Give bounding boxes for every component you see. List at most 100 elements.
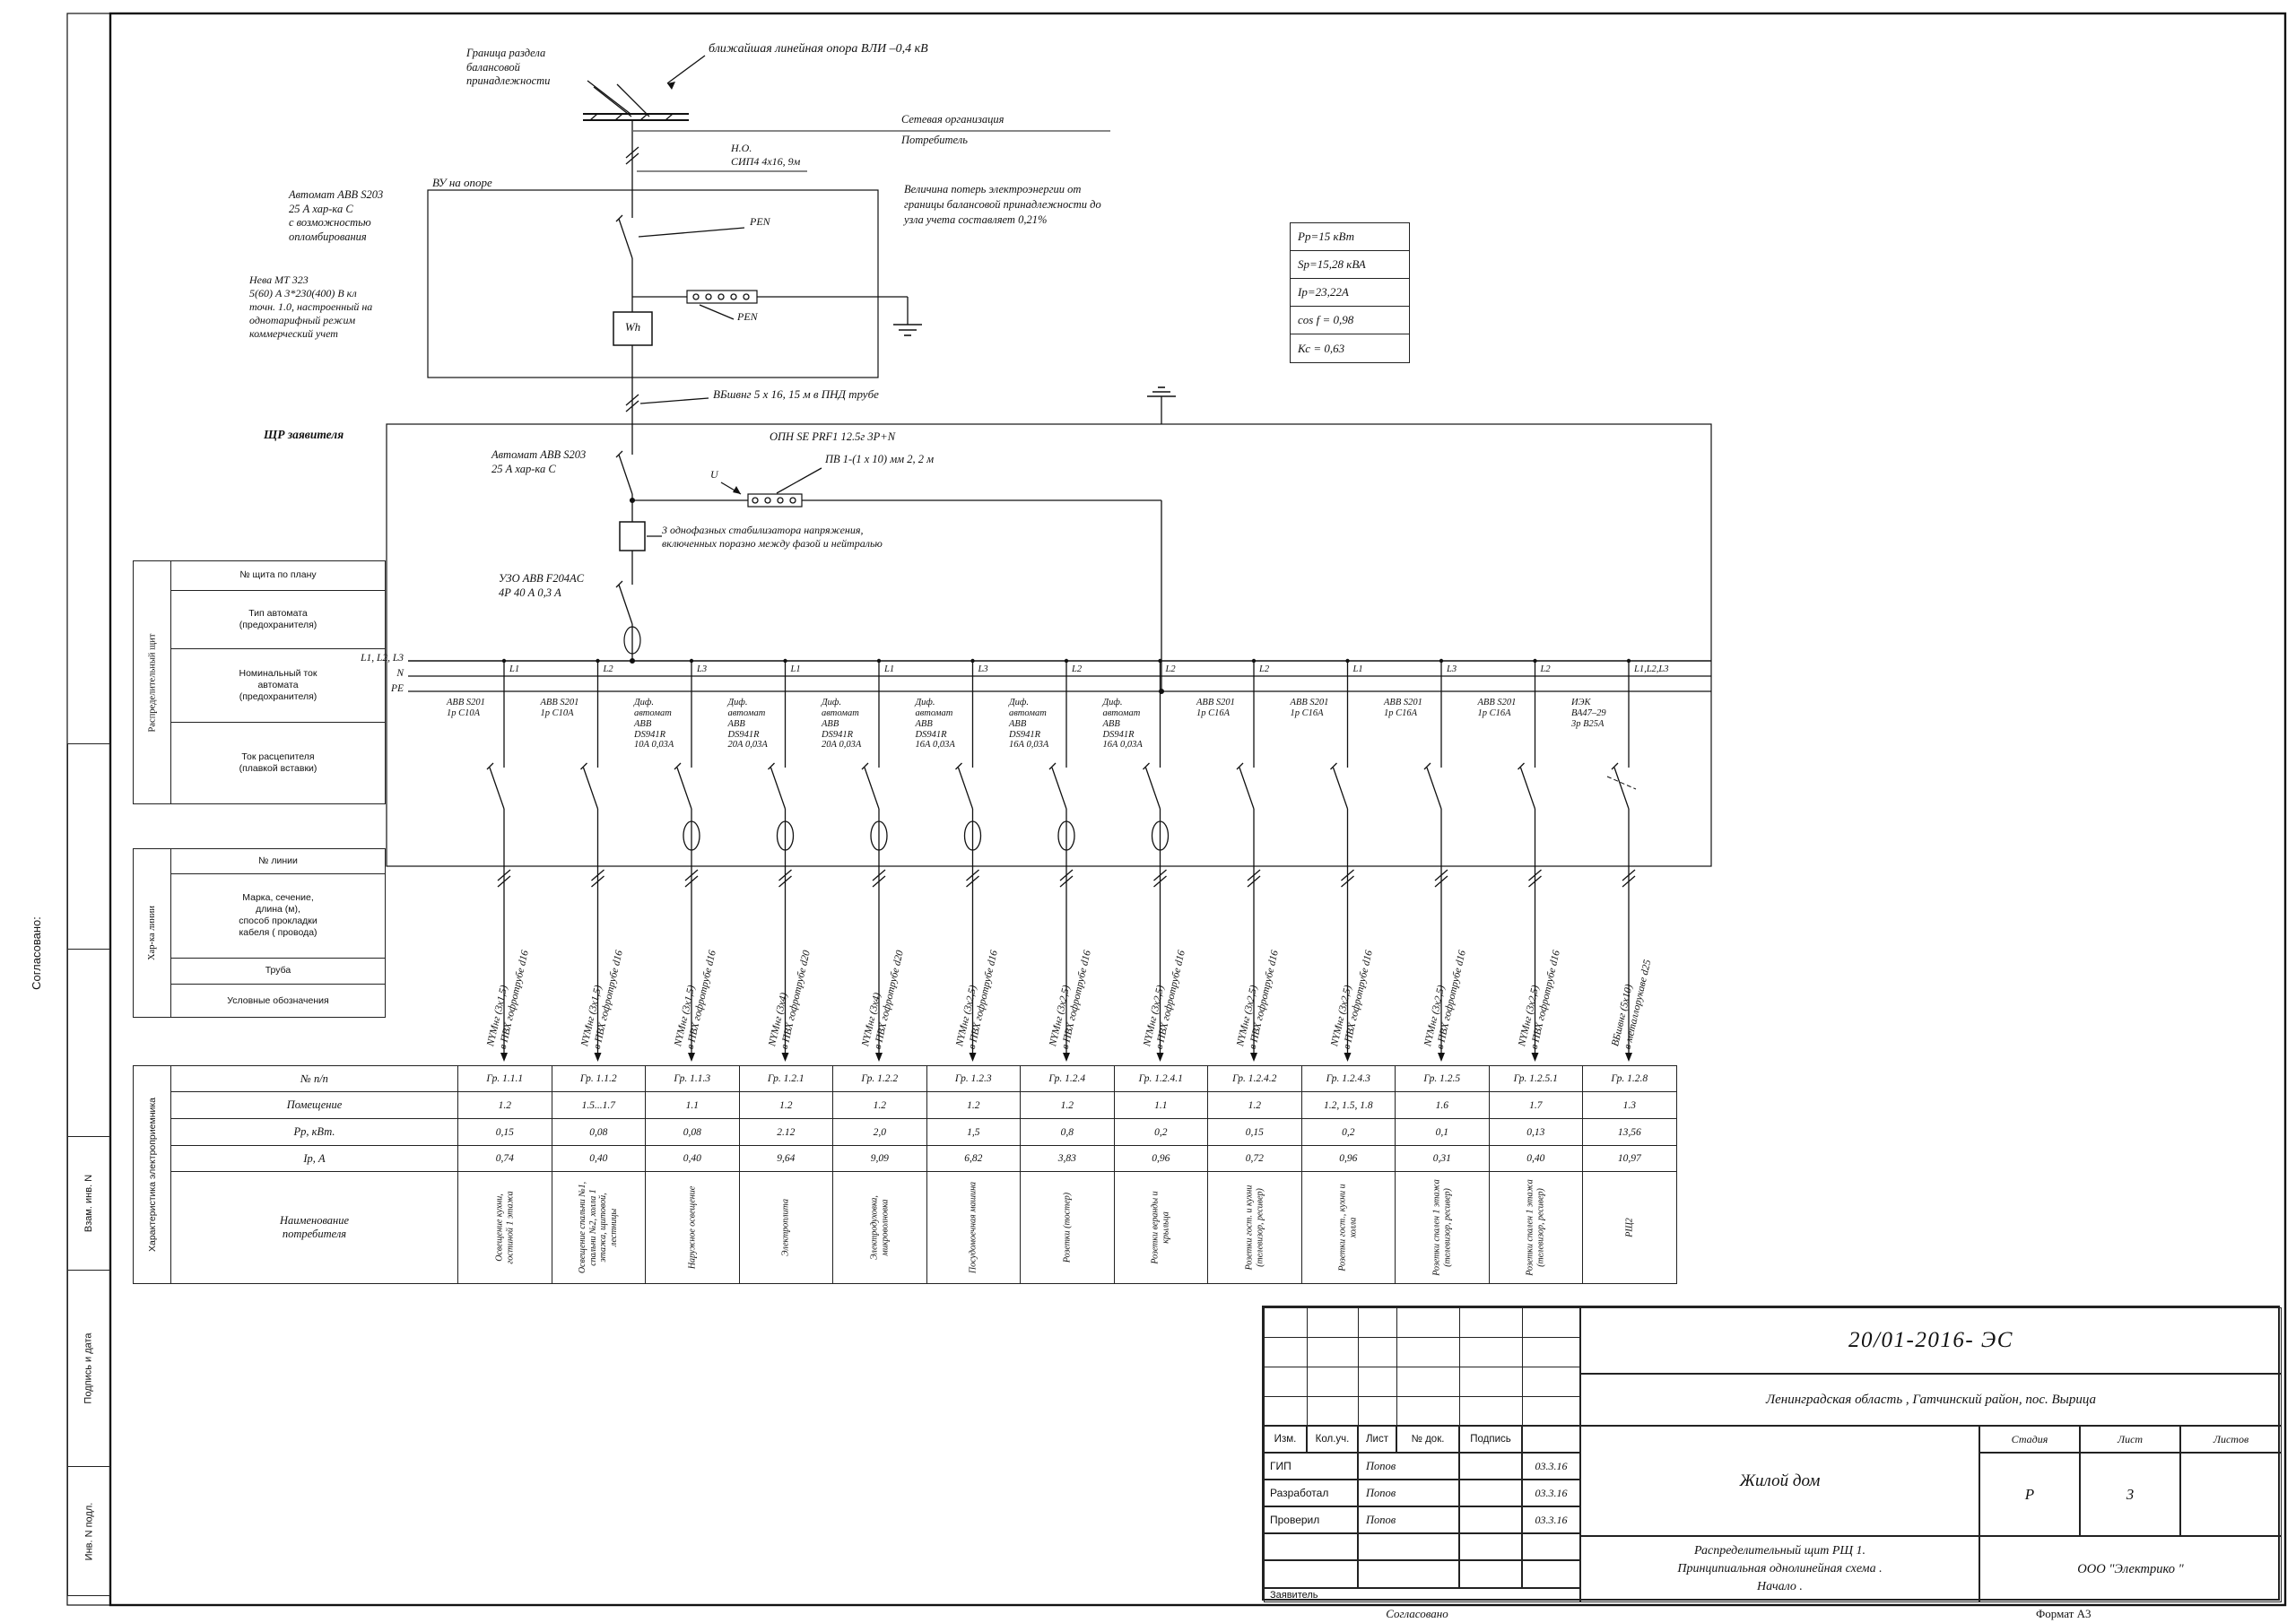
circuit-device-label: Диф. автомат ABB DS941R 16А 0,03А [915, 698, 955, 751]
char-row: Труба [171, 959, 385, 985]
table-cell: 0,96 [1300, 1145, 1396, 1172]
sig-date: 03.3.16 [1522, 1480, 1580, 1506]
consumer-group-strip: Характеристика электроприемника [133, 1065, 171, 1284]
project-name: Жилой дом [1580, 1426, 1979, 1536]
sheets-total [2180, 1453, 2282, 1536]
row-header: Рр, кВт. [170, 1118, 458, 1146]
char-row: № линии [171, 849, 385, 874]
char-row: Ток расцепителя (плавкой вставки) [239, 751, 317, 774]
power-params-table: Рр=15 кВт Sр=15,28 кВА Iр=23,22А cos f =… [1290, 222, 1410, 363]
sig-header: Изм. [1264, 1426, 1307, 1453]
row-header: Iр, А [170, 1145, 458, 1172]
incoming-breaker-note: Автомат ABB S203 25 А хар-ка С с возможн… [289, 188, 384, 243]
losses-note: Величина потерь электроэнергии от границ… [904, 183, 1101, 226]
circuit-cable-label: NYMнг (3х4) в ПВХ гофротрубе d20 [766, 950, 813, 1051]
param-row: Sр=15,28 кВА [1291, 251, 1409, 279]
table-cell: Розетки гост., кухни и холла [1300, 1171, 1396, 1284]
circuit-phase-label: L2 [603, 664, 613, 674]
table-cell: 0,2 [1113, 1118, 1208, 1146]
table-cell: Электроплита [738, 1171, 833, 1284]
consumer-name: Посудомоечная машина [968, 1181, 978, 1274]
sig-signature [1459, 1453, 1522, 1480]
char-row: Марка, сечение, длина (м), способ прокла… [171, 874, 385, 959]
company-name: ООО "Электрико " [1979, 1536, 2282, 1602]
title-block: 20/01-2016- ЭС Ленинградская область , Г… [1262, 1306, 2282, 1602]
table-cell: 0,13 [1488, 1118, 1583, 1146]
circuit-device-label: ABB S201 1р С10А [540, 698, 579, 718]
sig-blank [1522, 1533, 1580, 1560]
table-cell: Гр. 1.2.5.1 [1488, 1065, 1583, 1092]
table-cell: 1.7 [1488, 1091, 1583, 1119]
stage-header: Стадия [1979, 1426, 2080, 1453]
uzo-note: УЗО ABB F204AC 4Р 40 А 0,3 А [499, 572, 585, 599]
circuit-cable-label: NYMнг (3х4) в ПВХ гофротрубе d20 [860, 950, 906, 1051]
circuit-cable-label: NYMнг (3х2,5) в ПВХ гофротрубе d16 [1141, 950, 1187, 1051]
agreed-bottom-label: Согласовано [1386, 1607, 1448, 1620]
circuit-device-label: ABB S201 1р С16А [1477, 698, 1517, 718]
table-cell: Гр. 1.2.2 [832, 1065, 927, 1092]
sig-name: Попов [1358, 1480, 1459, 1506]
table-cell: Розетки веранды и крыльца [1113, 1171, 1208, 1284]
sheet-header: Лист [2080, 1426, 2180, 1453]
circuit-cable-label: NYMнг (3х2,5) в ПВХ гофротрубе d16 [1422, 950, 1468, 1051]
consumer-name: Наружное освещение [687, 1185, 697, 1270]
consumer-name: Освещение спальни №1, спальни №2, холла … [578, 1181, 619, 1274]
shr-breaker-note: Автомат ABB S203 25 А хар-ка С [491, 448, 587, 475]
circuit-phase-label: L3 [1447, 664, 1457, 674]
table-cell: Наружное освещение [645, 1171, 740, 1284]
circuit-phase-label: L2 [1540, 664, 1551, 674]
table-cell: Гр. 1.2.3 [926, 1065, 1021, 1092]
table-cell: Гр. 1.2.4 [1020, 1065, 1115, 1092]
line-characteristics-table: Хар-ка линии № линии Марка, сечение, дли… [133, 848, 386, 1018]
sig-blank [1459, 1533, 1522, 1560]
table-cell: 1.2 [926, 1091, 1021, 1119]
sheets-header: Листов [2180, 1426, 2282, 1453]
consumer-name: Розетки спален 1 этажа (телевизор, ресив… [1431, 1179, 1452, 1276]
circuit-cable-label: NYMнг (3х2,5) в ПВХ гофротрубе d16 [1048, 950, 1093, 1051]
consumer-name: Розетки (тостер) [1062, 1192, 1072, 1263]
table-cell: 2.12 [738, 1118, 833, 1146]
sig-date: 03.3.16 [1522, 1506, 1580, 1533]
consumer-name: Электродуховка, микроволновка [869, 1195, 890, 1260]
boundary-note: Граница раздела балансовой принадлежност… [466, 47, 551, 88]
table-cell: Посудомоечная машина [926, 1171, 1021, 1284]
circuit-cable-label: NYMнг (3х2,5) в ПВХ гофротрубе d16 [1328, 950, 1375, 1051]
circuit-phase-label: L2 [1165, 664, 1176, 674]
stamp-box: Подпись и дата [67, 1270, 110, 1467]
pen-label-2: PEN [737, 310, 758, 323]
sig-blank [1264, 1560, 1358, 1588]
circuit-device-label: ABB S201 1р С16А [1384, 698, 1422, 718]
table-cell: 10,97 [1582, 1145, 1677, 1172]
row-header: № п/п [170, 1065, 458, 1092]
table-cell: 2,0 [832, 1118, 927, 1146]
stage-value: Р [1979, 1453, 2080, 1536]
circuit-device-label: Диф. автомат ABB DS941R 16А 0,03А [1009, 698, 1049, 751]
table-cell: Гр. 1.2.4.1 [1113, 1065, 1208, 1092]
sig-signature [1459, 1480, 1522, 1506]
table-cell: Розетки спален 1 этажа (телевизор, ресив… [1488, 1171, 1583, 1284]
sig-header: Подпись [1459, 1426, 1522, 1453]
opn-note: ОПН SE PRF1 12.5г 3P+N [770, 430, 896, 443]
circuit-phase-label: L3 [697, 664, 708, 674]
consumer-name: Розетки гост. и кухни (телевизор, ресиве… [1244, 1185, 1265, 1271]
table-cell: 1.2, 1.5, 1.8 [1300, 1091, 1396, 1119]
table-cell: 1.3 [1582, 1091, 1677, 1119]
table-cell: 0,08 [645, 1118, 740, 1146]
sheet-number: 3 [2080, 1453, 2180, 1536]
table-cell: 0,40 [645, 1145, 740, 1172]
table-cell: Освещение кухни, гостиной 1 этажа [457, 1171, 552, 1284]
sig-blank [1264, 1533, 1358, 1560]
param-row: Iр=23,22А [1291, 279, 1409, 307]
vu-label: ВУ на опоре [432, 176, 492, 189]
circuit-phase-label: L2 [1072, 664, 1083, 674]
table-cell: 0,15 [1207, 1118, 1302, 1146]
sig-blank [1459, 1560, 1522, 1588]
table-cell: 0,8 [1020, 1118, 1115, 1146]
panel-group-strip: Распределительный щит [134, 561, 171, 803]
circuit-device-label: ABB S201 1р С16А [1196, 698, 1235, 718]
table-cell: Гр. 1.1.1 [457, 1065, 552, 1092]
table-cell: Розетки (тостер) [1020, 1171, 1115, 1284]
char-row: Номинальный ток автомата (предохранителя… [171, 649, 385, 723]
